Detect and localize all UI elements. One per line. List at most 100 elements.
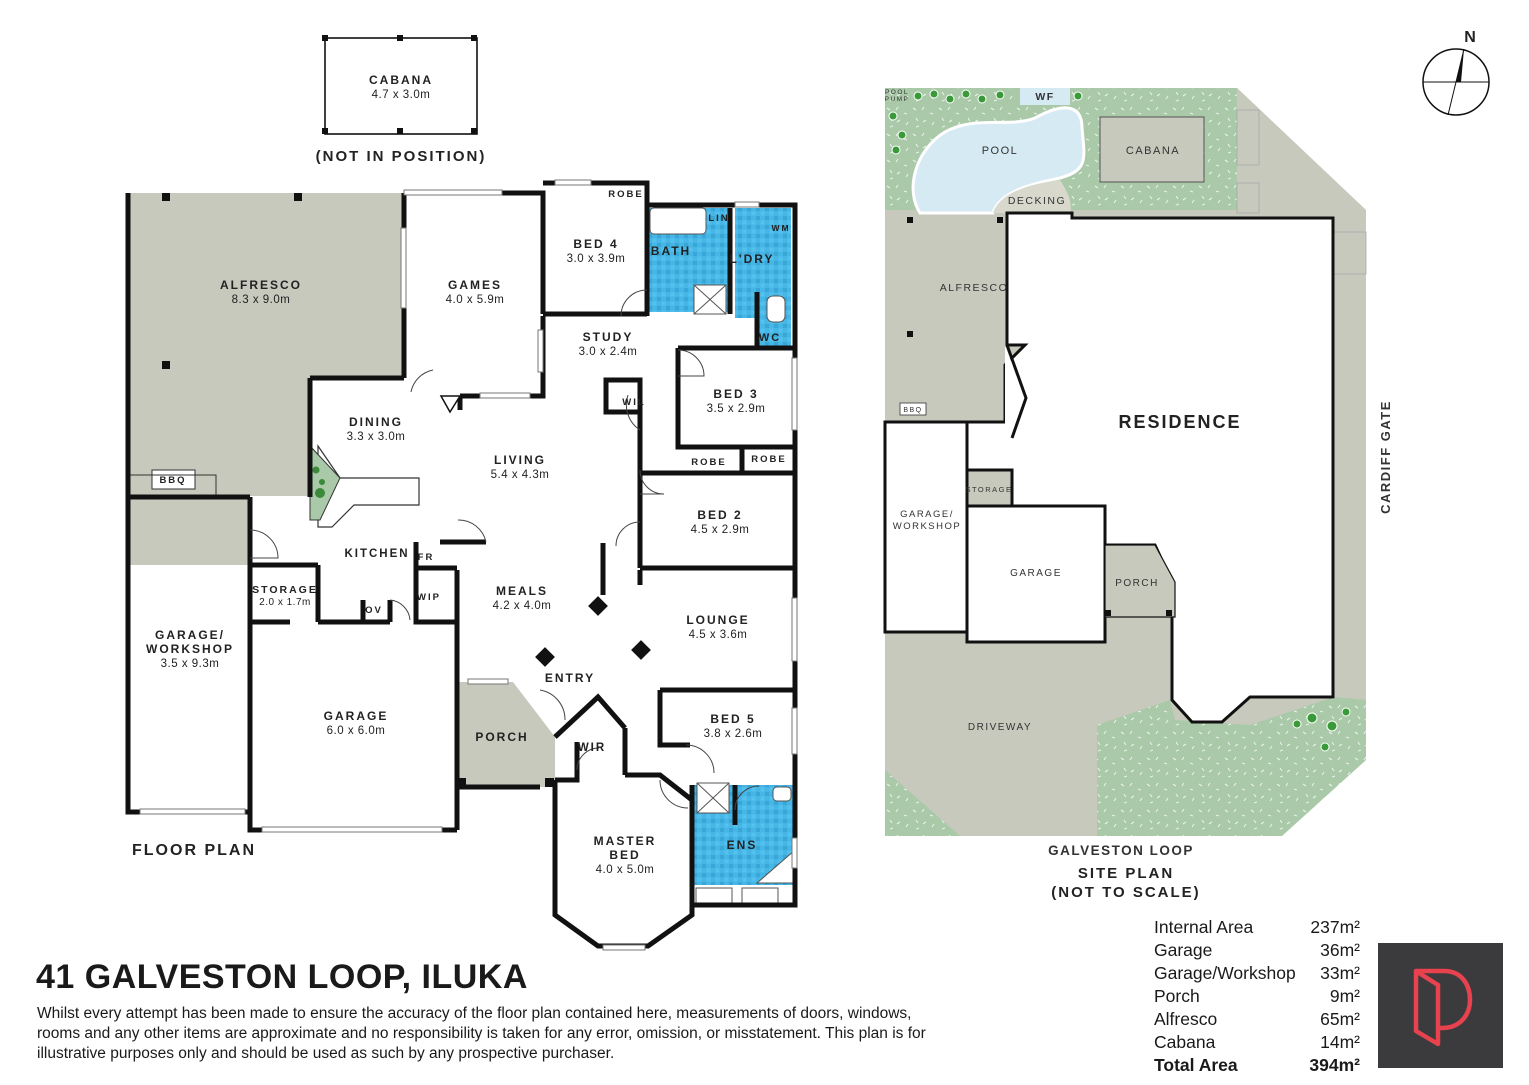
room-name: STUDY xyxy=(583,330,634,344)
area-label: Internal Area xyxy=(1154,917,1254,937)
garage-workshop-label: GARAGE/ xyxy=(900,509,954,520)
bbq-label: BBQ xyxy=(159,475,186,486)
wip-label: WIP xyxy=(417,592,441,603)
room-name: ALFRESCO xyxy=(220,278,302,292)
decking-label: DECKING xyxy=(1008,195,1066,207)
room-name-line2: BED xyxy=(609,848,640,862)
room-dims: 5.4 x 4.3m xyxy=(491,469,550,481)
area-label: Total Area xyxy=(1154,1055,1238,1075)
site-plan-scale-note: (NOT TO SCALE) xyxy=(1051,884,1200,901)
room-name: BED 4 xyxy=(573,237,618,251)
porch-area xyxy=(457,682,555,787)
area-label: Cabana xyxy=(1154,1032,1216,1052)
room-name: LIVING xyxy=(494,453,546,467)
cabana-detached xyxy=(322,35,478,135)
north-compass-icon: N xyxy=(1422,29,1490,116)
wc-label: WC xyxy=(759,332,781,344)
room-name: GARAGE/ xyxy=(155,628,225,642)
room-dims: 3.5 x 9.3m xyxy=(161,658,220,670)
room-dims: 3.5 x 2.9m xyxy=(707,403,766,415)
plant-icon xyxy=(315,488,325,498)
pool-label: POOL xyxy=(982,145,1019,157)
street-label: GALVESTON LOOP xyxy=(1048,843,1194,858)
porch-label: PORCH xyxy=(475,730,528,744)
room-dims: 3.3 x 3.0m xyxy=(347,431,406,443)
room-name: LOUNGE xyxy=(686,613,749,627)
disclaimer-text: Whilst every attempt has been made to en… xyxy=(37,1005,926,1062)
area-label: Alfresco xyxy=(1154,1009,1218,1029)
area-row: Internal Area 237m² xyxy=(1154,916,1360,939)
room-name-line2: WORKSHOP xyxy=(146,642,234,656)
storage-label: STORAGE xyxy=(965,485,1012,494)
robe-label: ROBE xyxy=(751,454,786,465)
residence-label: RESIDENCE xyxy=(1118,412,1241,432)
room-name: STORAGE xyxy=(252,584,318,596)
cabana-label: CABANA xyxy=(1126,145,1180,157)
room-name: BED 5 xyxy=(710,712,755,726)
oven-label: OV xyxy=(365,605,383,616)
room-dims: 3.0 x 3.9m xyxy=(567,253,626,265)
room-name: CABANA xyxy=(369,73,433,87)
wil-label: WIL xyxy=(622,397,645,408)
bbq-label: BBQ xyxy=(903,407,922,414)
driveway-label: DRIVEWAY xyxy=(968,722,1032,733)
room-dims: 4.0 x 5.9m xyxy=(446,294,505,306)
room-name: GAMES xyxy=(448,278,502,292)
room-dims: 8.3 x 9.0m xyxy=(232,294,291,306)
area-schedule: Internal Area 237m² Garage 36m² Garage/Wor… xyxy=(1154,916,1360,1077)
cardiff-gate-label: CARDIFF GATE xyxy=(1378,400,1393,514)
wir-label: WIR xyxy=(578,742,606,754)
pool-pump-label: POOL xyxy=(885,89,909,96)
site-plan-title: SITE PLAN xyxy=(1078,865,1174,882)
cabana-note: (NOT IN POSITION) xyxy=(316,148,487,165)
logo-mark-icon xyxy=(1413,968,1473,1047)
room-name: BED 3 xyxy=(713,387,758,401)
water-feature-label: WF xyxy=(1035,91,1054,103)
room-name: MEALS xyxy=(496,584,548,598)
north-label: N xyxy=(1464,29,1478,46)
bath-label: BATH xyxy=(651,244,691,258)
area-value: 36m² xyxy=(1320,940,1360,960)
room-dims: 6.0 x 6.0m xyxy=(327,725,386,737)
room-dims: 4.0 x 5.0m xyxy=(596,864,655,876)
site-plan: POOL PUMP WF POOL CABANA DECKING ALFRESC… xyxy=(883,29,1490,901)
area-row: Garage 36m² xyxy=(1154,939,1360,962)
room-name: DINING xyxy=(349,415,403,429)
floor-plan-labels: CABANA 4.7 x 3.0m (NOT IN POSITION) ALFR… xyxy=(132,73,790,876)
area-value: 65m² xyxy=(1320,1009,1360,1029)
pool-pump-label-line2: PUMP xyxy=(885,96,910,103)
room-dims: 4.5 x 3.6m xyxy=(689,629,748,641)
area-row: Cabana 14m² xyxy=(1154,1031,1360,1054)
property-address: 41 GALVESTON LOOP, ILUKA xyxy=(36,958,528,996)
area-value: 14m² xyxy=(1320,1032,1360,1052)
pool xyxy=(911,106,1086,215)
room-dims: 2.0 x 1.7m xyxy=(259,597,311,608)
entry-label: ENTRY xyxy=(545,671,595,685)
room-dims: 3.8 x 2.6m xyxy=(704,728,763,740)
room-dims: 4.2 x 4.0m xyxy=(493,600,552,612)
porch-label: PORCH xyxy=(1115,578,1159,589)
area-value: 237m² xyxy=(1310,917,1360,937)
area-value: 394m² xyxy=(1309,1055,1360,1075)
agency-logo xyxy=(1378,943,1503,1068)
robe-label: ROBE xyxy=(691,457,726,468)
laundry-label: L'DRY xyxy=(729,252,774,266)
area-label: Garage xyxy=(1154,940,1213,960)
room-dims: 3.0 x 2.4m xyxy=(579,346,638,358)
alfresco-label: ALFRESCO xyxy=(940,282,1009,294)
area-value: 9m² xyxy=(1329,986,1360,1006)
ensuite-label: ENS xyxy=(727,838,758,852)
area-row-total: Total Area 394m² xyxy=(1154,1054,1360,1077)
kitchen-bench xyxy=(317,444,420,528)
area-row: Alfresco 65m² xyxy=(1154,1008,1360,1031)
room-dims: 4.5 x 2.9m xyxy=(691,524,750,536)
plant-icon xyxy=(1306,712,1318,724)
garage-workshop-label-line2: WORKSHOP xyxy=(893,521,961,532)
area-value: 33m² xyxy=(1320,963,1360,983)
garage-label: GARAGE xyxy=(1010,568,1062,579)
kitchen-label: KITCHEN xyxy=(344,548,409,560)
wm-label: WM xyxy=(771,223,790,233)
